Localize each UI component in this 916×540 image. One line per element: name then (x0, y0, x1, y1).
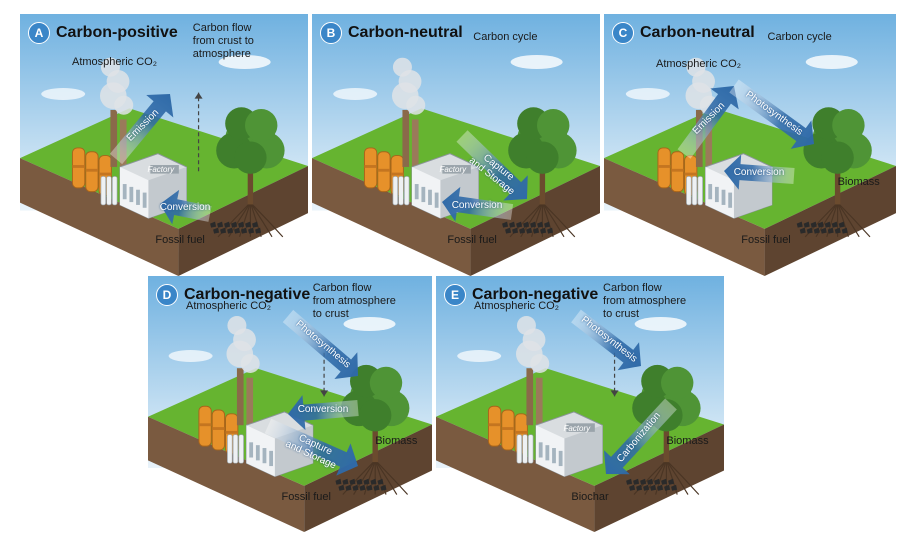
flow-arrow-capture-and-storage (264, 418, 358, 476)
flow-arrow-photosynthesis (282, 309, 358, 379)
dashed-flow-arrowhead (194, 92, 203, 99)
arrow-label: Conversion (297, 404, 349, 415)
panel-badge: A (28, 22, 50, 44)
factory-building (487, 315, 603, 478)
coal-deposit (626, 478, 678, 491)
soil-side (594, 424, 724, 532)
atmospheric-co2-label: Atmospheric CO₂ (72, 56, 157, 68)
carbon-flow-label: Carbon flow from crust to atmosphere (192, 22, 254, 60)
panel-title: Carbon-negative (472, 286, 599, 303)
factory-sign-label: Factory (147, 165, 175, 175)
cloud (510, 55, 563, 69)
panel-title: Carbon-negative (184, 286, 311, 303)
arrow-label: Conversion (159, 202, 211, 213)
ground-label: Biochar (571, 491, 609, 504)
cloud (168, 350, 213, 362)
carbon-cycle-label: Carbon cycle (473, 31, 538, 43)
panel-illustration (148, 276, 432, 532)
panel-badge: E (444, 284, 466, 306)
flow-arrow-photosynthesis (571, 309, 641, 371)
flow-arrow-photosynthesis (729, 79, 814, 149)
soil-side (764, 165, 896, 276)
panel-badge: B (320, 22, 342, 44)
coal-deposit (796, 221, 848, 234)
flow-arrow-conversion (288, 395, 359, 431)
arrow-label: Conversion (451, 200, 503, 211)
coal-deposit (502, 221, 554, 234)
soil-front (148, 416, 305, 532)
panel-title: Carbon-neutral (348, 24, 463, 41)
cloud (625, 88, 670, 100)
arrow-label: Conversion (733, 166, 785, 178)
cloud (457, 350, 502, 362)
cloud (343, 317, 396, 331)
ground-label: Fossil fuel (155, 234, 205, 247)
panel-title: Carbon-neutral (640, 24, 755, 41)
flow-arrow-conversion (724, 154, 795, 190)
soil-front (20, 158, 179, 276)
dashed-flow-arrowhead (320, 390, 329, 397)
flow-arrow-capture-and-storage (456, 130, 528, 201)
flow-arrow-emission (109, 94, 174, 165)
biomass-label: Biomass (666, 434, 709, 447)
biomass-label: Biomass (837, 176, 880, 189)
cloud (41, 88, 86, 100)
carbon-flow-label: Carbon flow from atmosphere to crust (312, 282, 396, 320)
soil-side (178, 165, 308, 276)
flow-arrow-carbonization (603, 398, 677, 475)
soil-front (604, 158, 765, 276)
factory-building (71, 57, 187, 219)
carbon-cycle-label: Carbon cycle (767, 31, 832, 43)
flow-arrow-conversion (442, 186, 514, 222)
cloud (218, 55, 271, 69)
ground-label: Fossil fuel (741, 234, 791, 247)
biomass-label: Biomass (375, 434, 418, 447)
flow-arrow-conversion (160, 189, 212, 225)
dashed-flow-arrowhead (610, 390, 619, 397)
coal-deposit (335, 478, 387, 491)
soil-front (312, 158, 471, 276)
coal-deposit (210, 221, 262, 234)
ground-label: Fossil fuel (281, 491, 331, 504)
cloud (634, 317, 687, 331)
atmospheric-co2-label: Atmospheric CO₂ (474, 300, 559, 312)
panel-illustration (604, 14, 896, 276)
panel-illustration (20, 14, 308, 276)
atmospheric-co2-label: Atmospheric CO₂ (186, 300, 271, 312)
panel-badge: D (156, 284, 178, 306)
panel-badge: C (612, 22, 634, 44)
tree (632, 364, 701, 495)
soil-side (304, 424, 432, 532)
soil-side (470, 165, 600, 276)
panel-title: Carbon-positive (56, 24, 178, 41)
soil-front (436, 416, 595, 532)
tree (216, 107, 285, 238)
carbon-flow-label: Carbon flow from atmosphere to crust (603, 282, 687, 320)
tree (341, 364, 410, 495)
panel-illustration (312, 14, 600, 276)
ground-label: Fossil fuel (447, 234, 497, 247)
atmospheric-co2-label: Atmospheric CO₂ (656, 58, 741, 70)
flow-arrow-emission (677, 86, 739, 159)
tree (508, 107, 577, 238)
cloud (333, 88, 378, 100)
cloud (805, 55, 858, 69)
factory-sign-label: Factory (563, 423, 591, 433)
factory-sign-label: Factory (439, 165, 467, 175)
panel-illustration (436, 276, 724, 532)
